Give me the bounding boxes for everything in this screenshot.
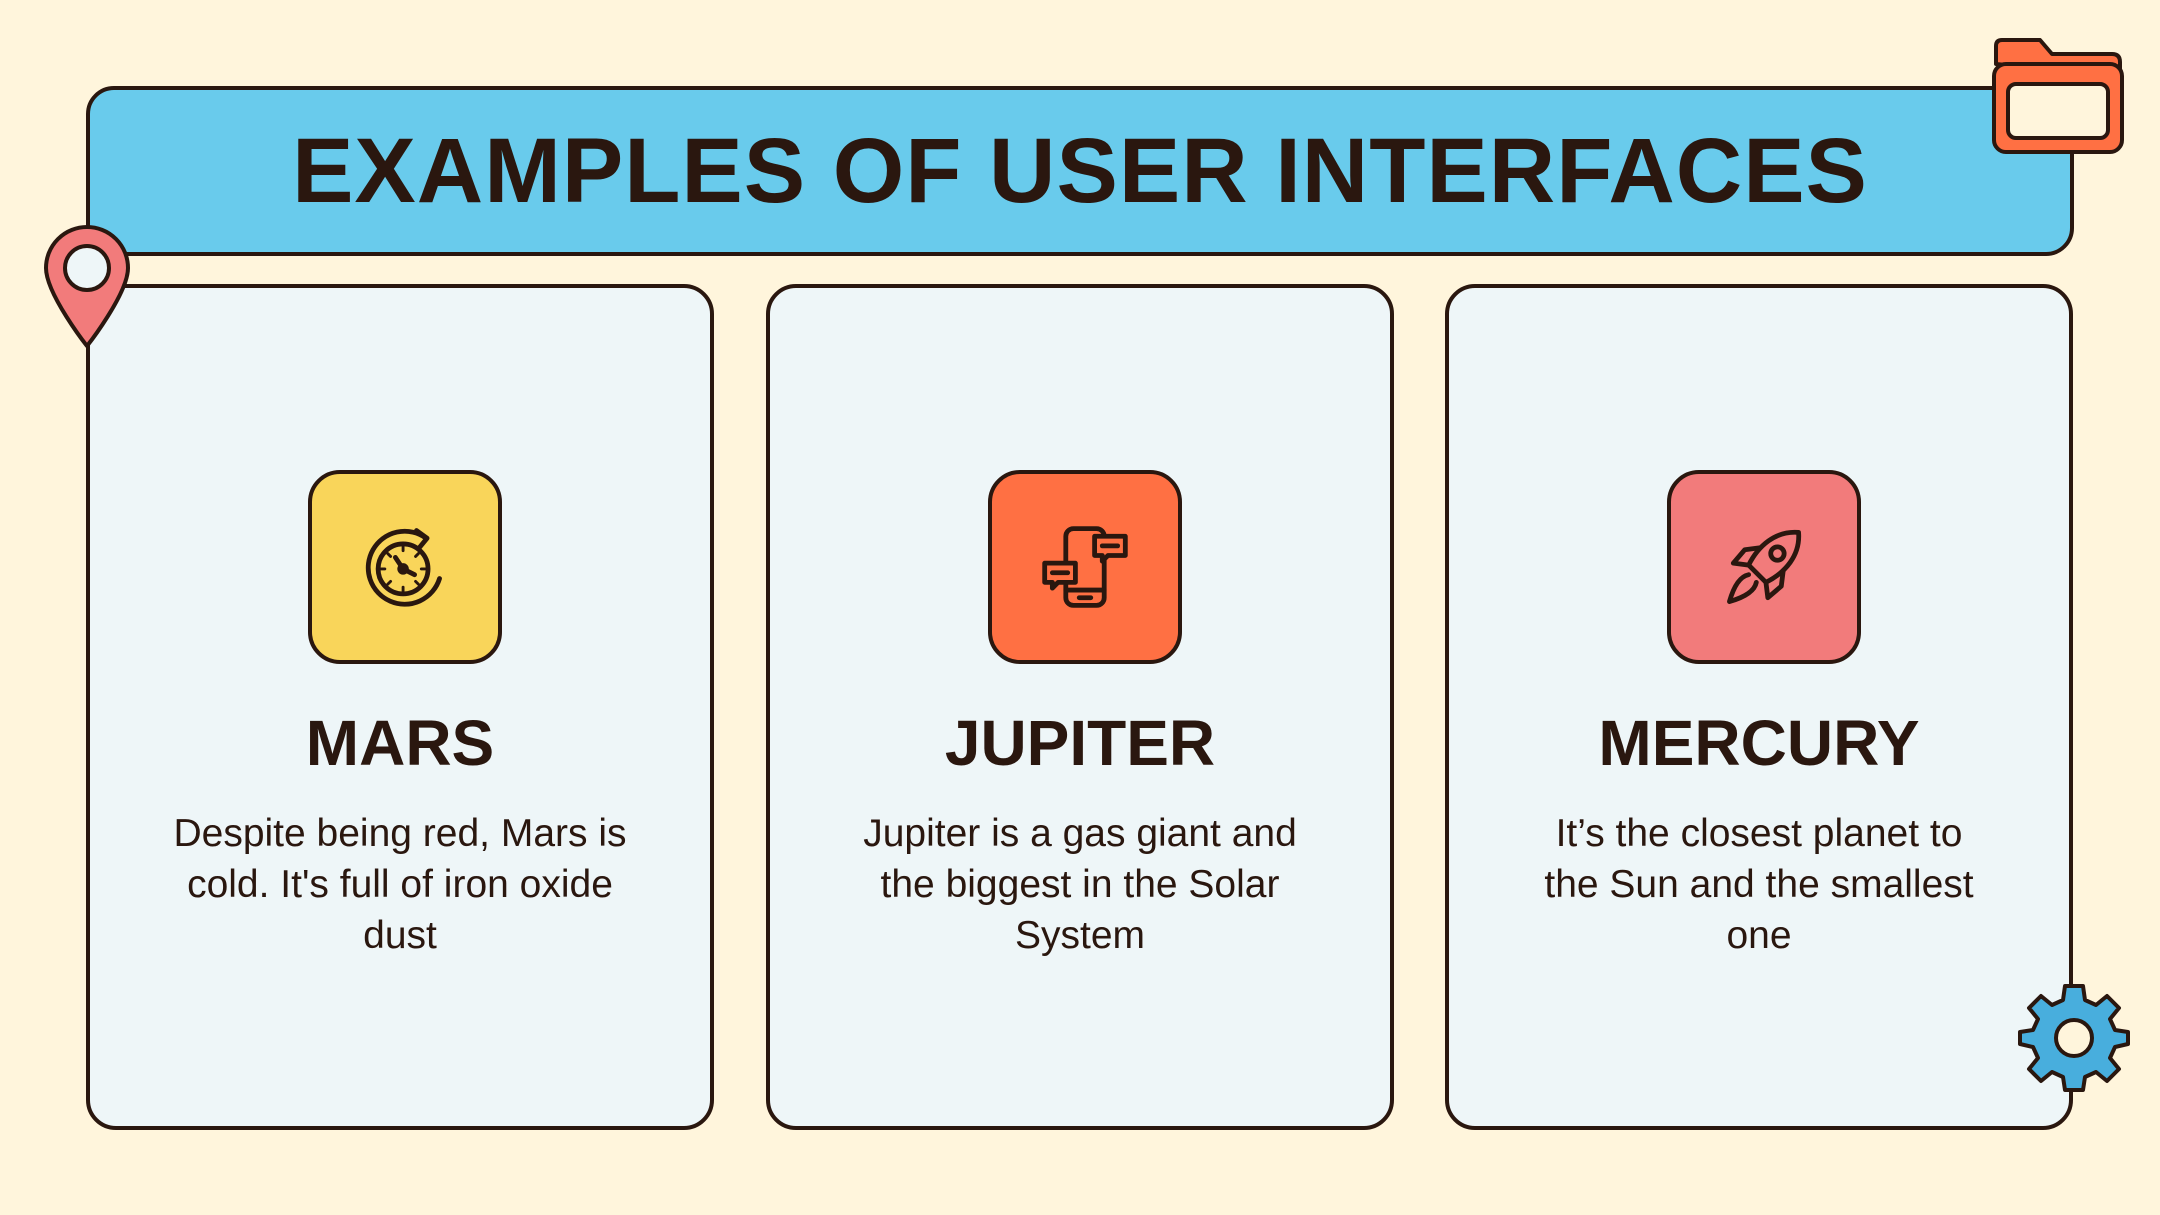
card-description: It’s the closest planet to the Sun and t… xyxy=(1544,812,1974,957)
card-mars: MARS Despite being red, Mars is cold. It… xyxy=(86,284,714,1130)
card-title: JUPITER xyxy=(944,707,1216,779)
card-description: Jupiter is a gas giant and the biggest i… xyxy=(863,812,1297,957)
card-title: MARS xyxy=(305,707,495,779)
card-icon-box xyxy=(1667,470,1861,664)
card-jupiter: JUPITER Jupiter is a gas giant and the b… xyxy=(766,284,1394,1130)
folder-icon xyxy=(1992,38,2124,154)
page-title: EXAMPLES OF USER INTERFACES xyxy=(292,119,1868,222)
phone-chat-icon xyxy=(1042,526,1128,608)
map-pin-icon xyxy=(44,225,130,348)
title-banner: EXAMPLES OF USER INTERFACES xyxy=(86,86,2074,256)
card-icon-box xyxy=(308,470,502,664)
card-mercury: MERCURY It’s the closest planet to the S… xyxy=(1445,284,2073,1130)
clock-refresh-icon xyxy=(365,528,442,607)
rocket-icon xyxy=(1727,530,1801,604)
gear-icon xyxy=(2018,984,2130,1092)
card-icon-box xyxy=(988,470,1182,664)
card-title: MERCURY xyxy=(1598,707,1920,779)
card-description: Despite being red, Mars is cold. It's fu… xyxy=(173,812,627,957)
